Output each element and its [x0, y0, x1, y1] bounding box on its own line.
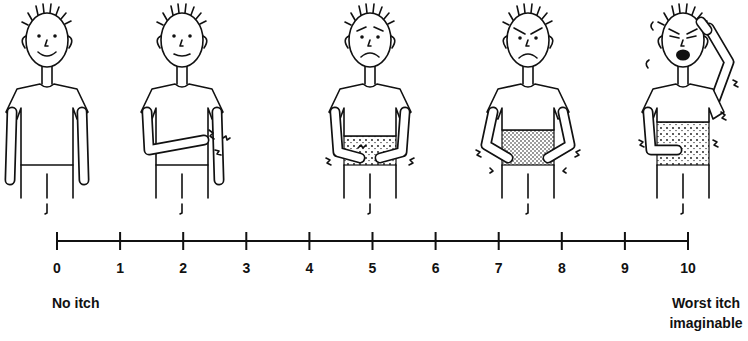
scale-number: 2 — [168, 258, 198, 278]
scale-number: 6 — [421, 258, 451, 278]
scale-number: 0 — [42, 258, 72, 278]
scale-number: 5 — [358, 258, 388, 278]
anchor-label: Worst itch imaginable — [664, 293, 748, 333]
scale-number: 8 — [547, 258, 577, 278]
scale-number: 4 — [294, 258, 324, 278]
anchor-label: No itch — [52, 293, 152, 313]
mild-itch-figure — [141, 4, 230, 214]
scale-number: 3 — [231, 258, 261, 278]
scale-ticks — [57, 232, 688, 250]
scale-number: 9 — [610, 258, 640, 278]
severe-itch-figure — [476, 4, 580, 214]
calm-figure — [6, 4, 88, 214]
moderate-itch-figure — [326, 4, 414, 214]
scale-number: 7 — [484, 258, 514, 278]
scale-number: 10 — [673, 258, 703, 278]
worst-itch-figure — [639, 4, 738, 214]
scale-number: 1 — [105, 258, 135, 278]
